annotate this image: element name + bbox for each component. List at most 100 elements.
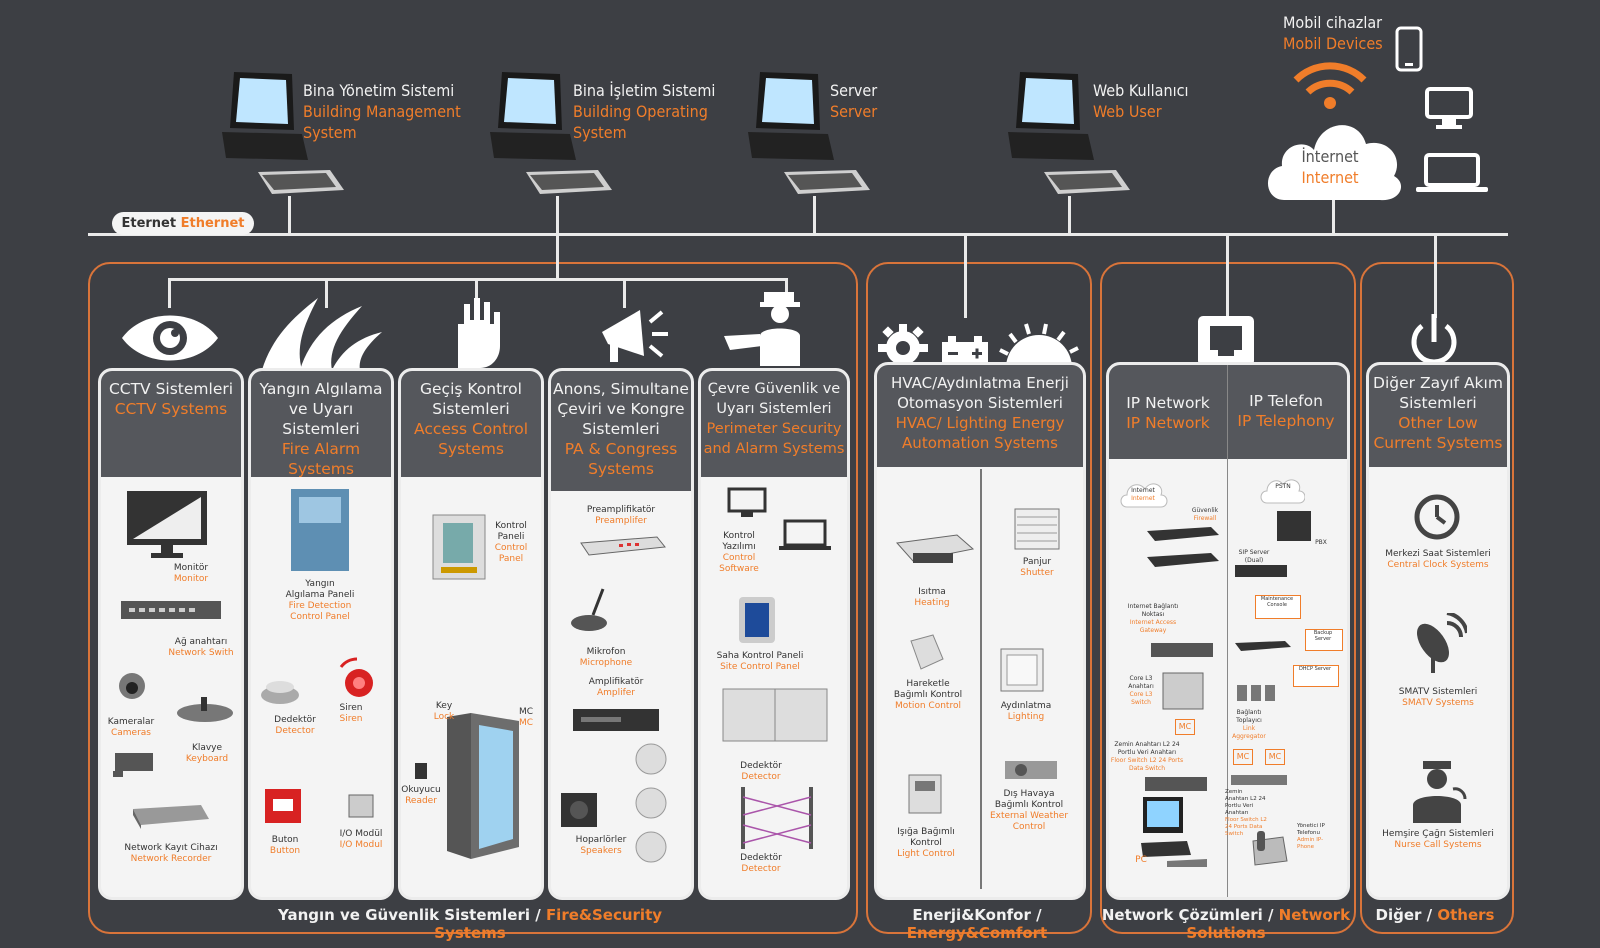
cloud-link <box>1332 196 1335 234</box>
drop-perimeter <box>785 278 788 298</box>
perimeter-title-en: Perimeter Security and Alarm Systems <box>703 421 845 457</box>
server-label: Server Server <box>830 80 950 122</box>
iptel-item-pbx: PBX <box>1315 539 1327 546</box>
ceiling-speakers-icon <box>635 743 667 863</box>
other-title-tr: Diğer Zayıf Akım Sistemleri <box>1373 374 1503 412</box>
camera-device-icon <box>119 673 145 699</box>
access-title-en: Access Control Systems <box>413 420 529 458</box>
network-card: IP Network IP Network IP Telefon IP Tele… <box>1106 362 1350 900</box>
access-panel-icon <box>432 514 486 580</box>
access-title-tr: Geçiş Kontrol Sistemleri <box>420 380 522 418</box>
beam-detector-icon <box>741 787 813 849</box>
shutter-icon <box>1014 508 1060 550</box>
fire-title-tr: Yangın Algılama ve Uyarı Sistemleri <box>259 380 383 438</box>
iptel-item-sip: SIP Server (Dual) <box>1238 549 1270 564</box>
ethernet-label-tr: Eternet <box>121 216 177 231</box>
lighting-icon <box>1000 648 1044 692</box>
pc2-link <box>556 196 559 234</box>
door-icon <box>447 713 519 859</box>
motion-sensor-icon <box>910 634 944 670</box>
fire-title-en: Fire Alarm Systems <box>281 440 361 478</box>
footer-network-en: Network Solutions <box>1186 906 1351 942</box>
access-card: Geçiş Kontrol Sistemleri Access Control … <box>398 368 544 900</box>
drop-other <box>1434 233 1437 318</box>
tel-floor-switch-icon <box>1231 775 1287 785</box>
fire-card: Yangın Algılama ve Uyarı Sistemleri Fire… <box>248 368 394 900</box>
site-panel-icon <box>739 597 775 643</box>
energy-group <box>866 262 1092 934</box>
ethernet-label-en: Ethernet <box>180 216 245 231</box>
bms-label-tr: Bina Yönetim Sistemi <box>303 81 455 100</box>
iptel-title-tr: IP Telefon <box>1249 392 1323 410</box>
drop-network <box>1226 233 1229 318</box>
drop-hvac <box>964 233 967 318</box>
fire-distribution <box>168 278 788 281</box>
monitor-icon <box>1425 87 1473 129</box>
weather-sensor-icon <box>1005 761 1057 779</box>
cctv-title-en: CCTV Systems <box>114 400 228 418</box>
megaphone-icon <box>602 310 668 362</box>
perimeter-card-title: Çevre Güvenlik ve Uyarı Sistemleri Perim… <box>701 371 847 477</box>
pc-device-icon <box>1141 797 1207 867</box>
cctv-card-title: CCTV Sistemleri CCTV Systems <box>101 371 241 477</box>
perimeter-card: Çevre Güvenlik ve Uyarı Sistemleri Perim… <box>698 368 850 900</box>
hand-icon <box>458 298 500 368</box>
ethernet-port-icon <box>1198 316 1254 366</box>
drop-pa <box>623 278 626 308</box>
satellite-dish-icon <box>1417 613 1467 673</box>
phone-icon <box>1395 26 1423 72</box>
microphone-icon <box>571 588 607 631</box>
backup-server-box <box>1305 629 1343 651</box>
bms-label-en: Building Management System <box>303 102 461 142</box>
iptel-title: IP Telefon IP Telephony <box>1227 391 1345 431</box>
pc4-link <box>1068 196 1071 234</box>
iptel-item-dhcp: DHCP Server <box>1298 666 1332 672</box>
ip-phone-icon <box>1252 831 1288 866</box>
other-group <box>1360 262 1514 934</box>
mobile-label-tr: Mobil cihazlar <box>1283 13 1383 32</box>
perimeter-title-tr: Çevre Güvenlik ve Uyarı Sistemleri <box>707 381 841 417</box>
ipnet-title-en: IP Network <box>1126 414 1210 432</box>
hvac-bus-line <box>980 469 982 889</box>
drop-access <box>475 278 478 308</box>
pc3-link <box>813 196 816 234</box>
hvac-title-en: HVAC/ Lighting Energy Automation Systems <box>895 414 1065 452</box>
tel-switch-icon <box>1235 641 1291 651</box>
footer-energy-en: Energy&Comfort <box>906 924 1048 942</box>
ethernet-label: Eternet Ethernet <box>112 212 254 235</box>
recorder-device-icon <box>133 805 209 829</box>
server-label-tr: Server <box>830 81 878 100</box>
server-label-en: Server <box>830 102 878 121</box>
core-switch-icon <box>1151 643 1213 657</box>
switch-device-icon <box>121 601 221 619</box>
call-point-icon <box>265 789 301 823</box>
keyboard-device-icon <box>177 697 233 722</box>
maintenance-console-box <box>1255 595 1301 619</box>
hvac-card: HVAC/Aydınlatma Enerji Otomasyon Sisteml… <box>874 362 1086 900</box>
reader-icon <box>415 763 427 779</box>
laptop-icon <box>1416 153 1488 192</box>
iptel-item-pstn: PSTN <box>1275 483 1291 490</box>
footer-network-tr: Network Çözümleri / <box>1101 906 1279 924</box>
